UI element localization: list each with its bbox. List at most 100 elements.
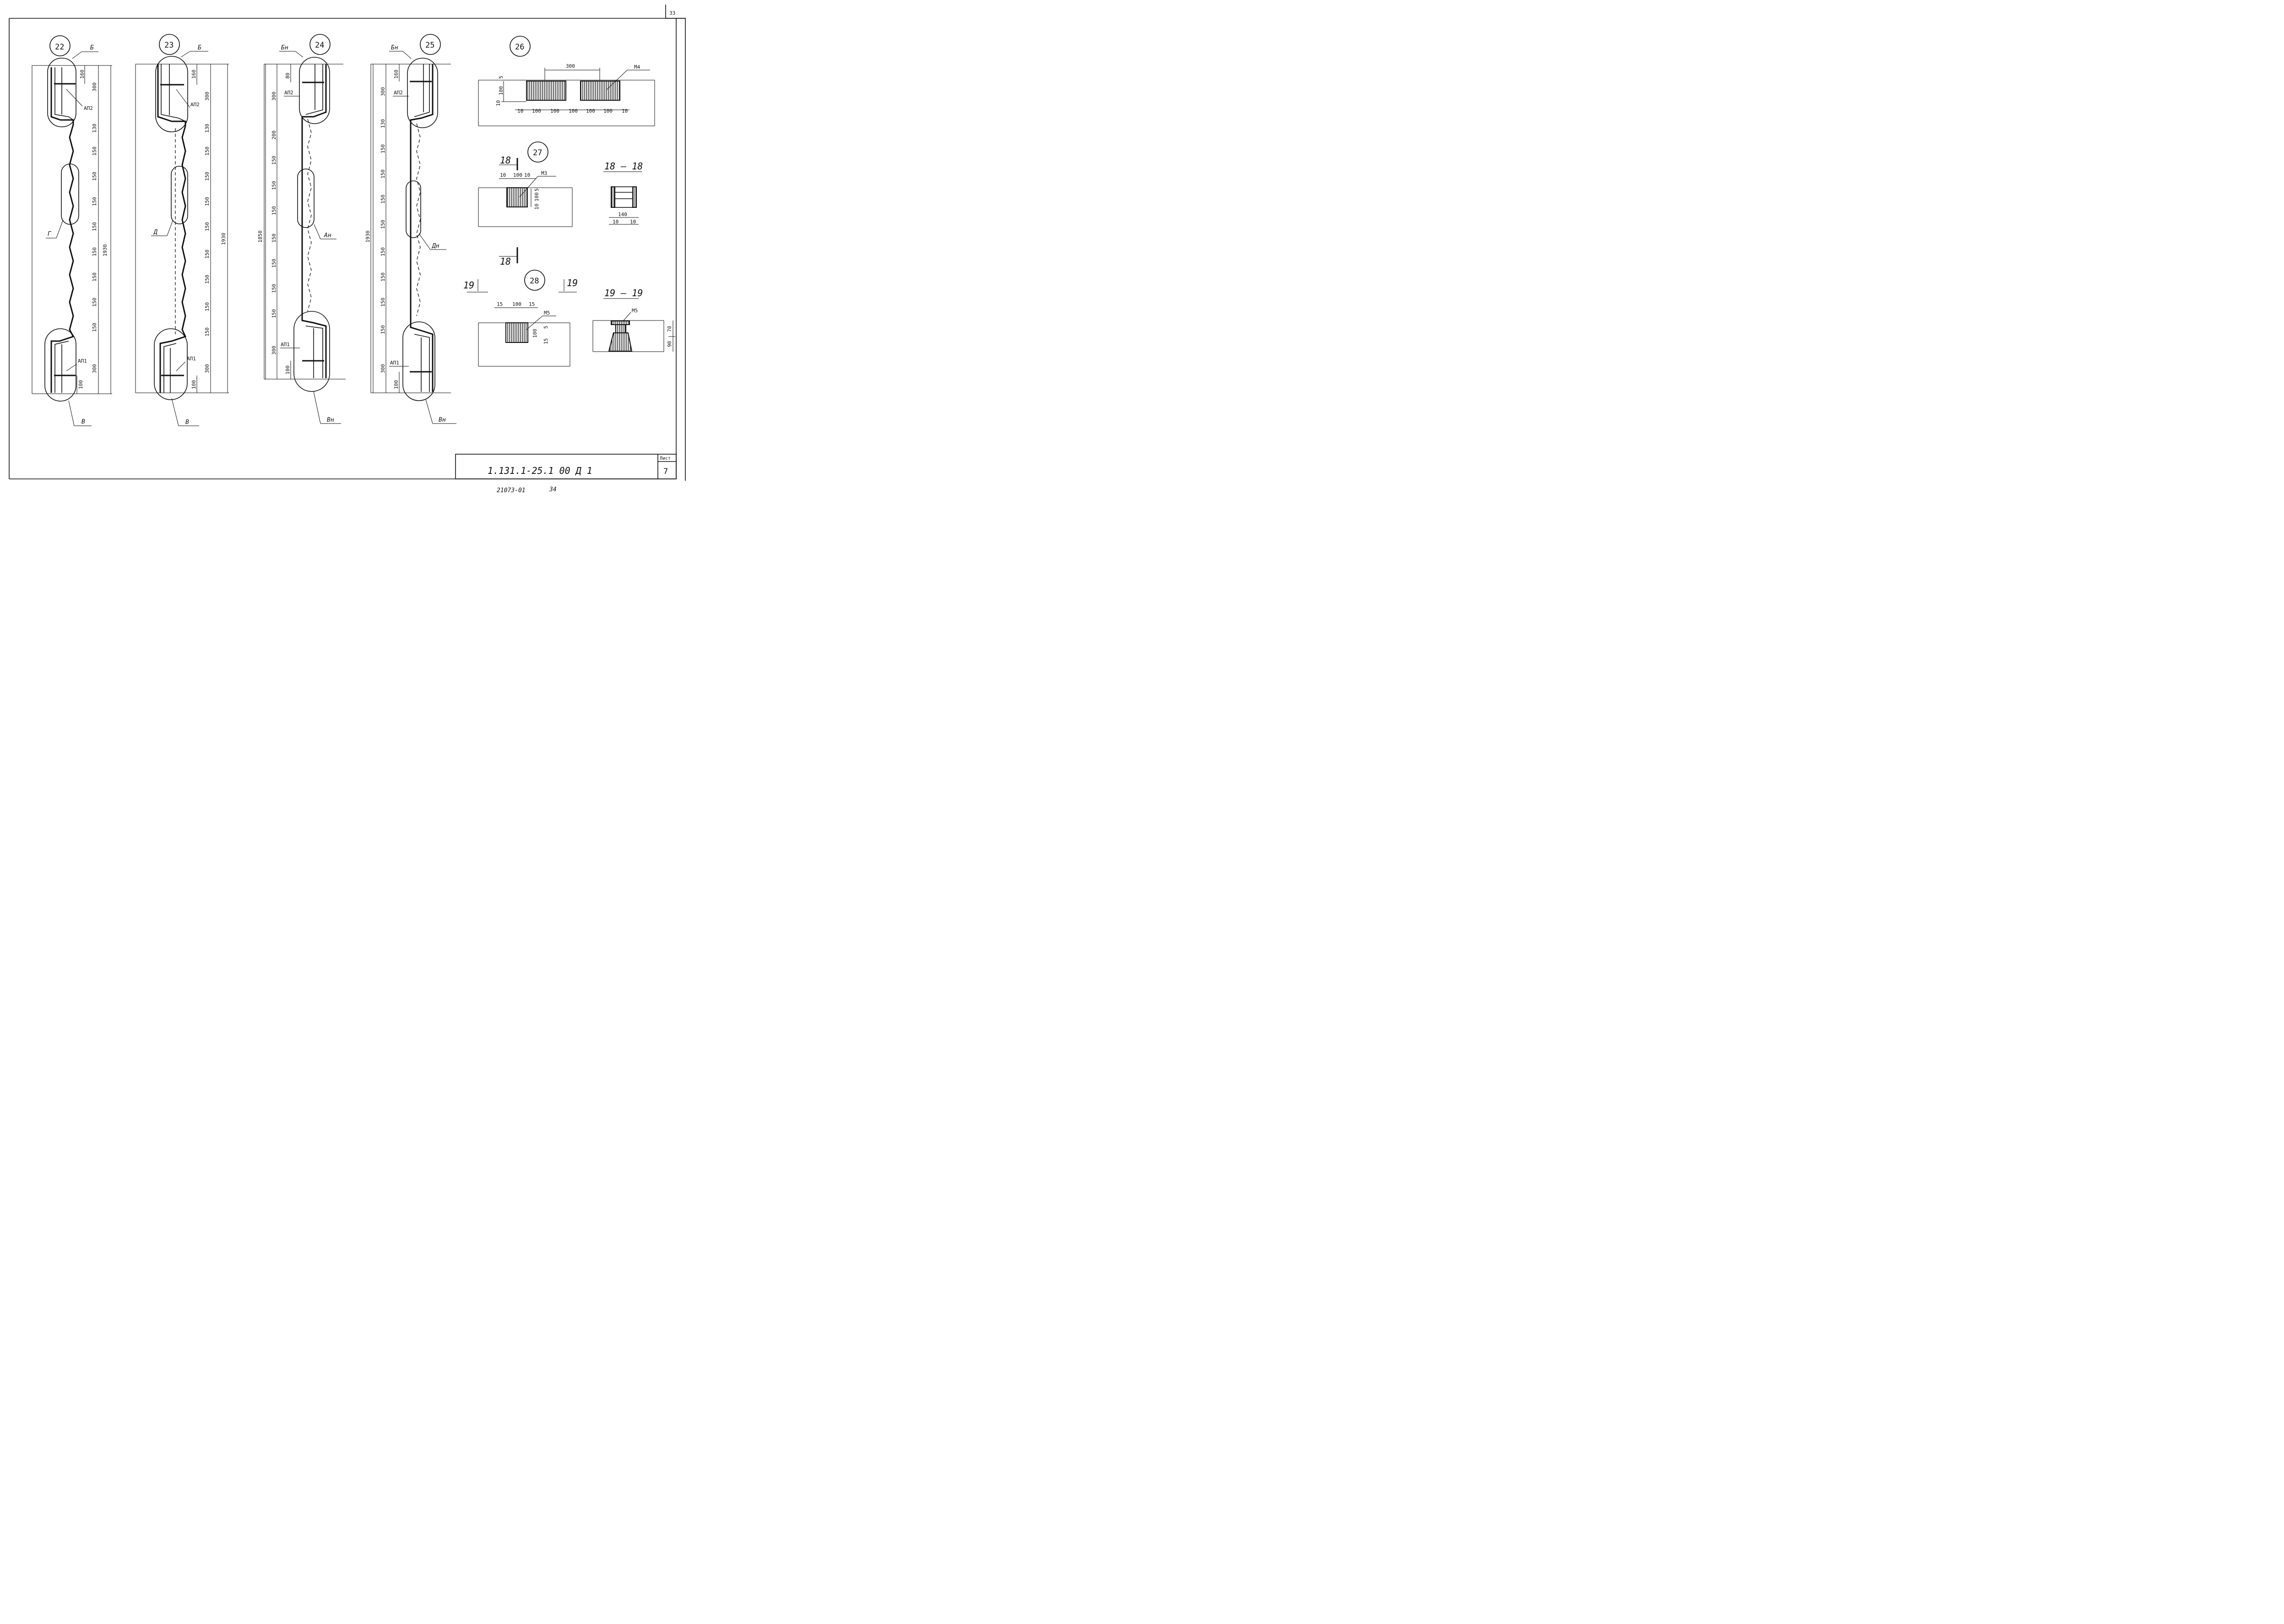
svg-text:100: 100 [513,172,522,178]
svg-text:300: 300 [271,92,277,101]
svg-text:150: 150 [380,325,386,334]
svg-text:100: 100 [191,380,197,389]
svg-text:150: 150 [92,172,98,181]
svg-text:300: 300 [204,92,210,101]
svg-text:130: 130 [204,124,210,133]
section-18-dim-right: 10 [630,219,636,225]
node-22-label-bottom: В [81,418,85,425]
svg-text:150: 150 [380,247,386,256]
node-24 [264,34,346,424]
section-19-dim-top: 70 [667,326,673,332]
svg-text:15: 15 [543,338,549,344]
sheet-corner-number: 33 [669,10,675,16]
svg-text:100: 100 [569,108,578,114]
node-27-v-dims: 5 100 10 [534,188,540,210]
node-26-v-dims: 5 100 10 [495,76,504,106]
node-22 [32,35,112,426]
svg-text:15: 15 [497,301,503,307]
node-28-top-dims: 15 100 15 [497,301,535,307]
svg-text:130: 130 [380,119,386,128]
section-mark-18-bottom: 18 [500,256,511,267]
svg-text:100: 100 [393,380,399,389]
node-22-overall-dim: 1930 [102,244,108,257]
svg-text:300: 300 [92,364,98,373]
svg-text:80: 80 [285,73,291,79]
svg-text:300: 300 [271,346,277,355]
sheet-frame [9,5,686,481]
svg-text:150: 150 [204,327,210,337]
node-22-anchor-bottom: АП1 [78,358,87,364]
section-19-part: М5 [632,308,638,314]
node-24-label-top: Бн [281,44,288,51]
node-25-label-top: Бн [391,44,398,51]
svg-text:150: 150 [92,222,98,231]
svg-text:10: 10 [524,172,530,178]
node-23-number: 23 [164,41,174,50]
node-25-label-bottom: Вн [439,417,446,424]
svg-text:300: 300 [92,82,98,92]
svg-text:150: 150 [271,156,277,165]
svg-text:150: 150 [92,247,98,256]
svg-text:150: 150 [204,197,210,206]
sheet-label: Лист [660,456,671,461]
svg-text:150: 150 [92,323,98,332]
svg-text:1930: 1930 [365,231,371,243]
svg-text:150: 150 [204,222,210,231]
node-24-overall-dim: 1850 [257,231,263,243]
archive-page: 34 [549,486,557,493]
document-code: 1.131.1-25.1 00 Д 1 [488,465,592,476]
node-23-label-middle: Д [153,229,157,236]
svg-text:300: 300 [380,87,386,96]
node-24-label-middle: Ан [324,232,331,239]
svg-text:150: 150 [271,259,277,268]
svg-text:130: 130 [92,124,98,133]
svg-text:150: 150 [92,197,98,206]
svg-text:150: 150 [92,298,98,307]
svg-text:5: 5 [543,326,549,329]
svg-text:150: 150 [380,298,386,307]
svg-text:100: 100 [498,86,504,95]
svg-text:150: 150 [204,250,210,259]
node-22-label-top: Б [90,44,94,51]
section-18-dim-left: 10 [613,219,618,225]
svg-text:150: 150 [380,272,386,282]
svg-text:10: 10 [500,172,506,178]
svg-text:150: 150 [380,195,386,204]
title-block [455,454,677,479]
section-19-dim-bottom: 90 [667,341,673,347]
svg-text:150: 150 [380,169,386,179]
node-23-anchor-bottom: АП1 [187,356,196,362]
node-25-anchor-bottom: АП1 [390,360,399,366]
svg-text:10: 10 [517,108,523,114]
svg-text:150: 150 [271,234,277,243]
drawing-sheet: 33 1.131.1-25.1 00 Д 1 Лист 7 21073-01 3… [9,5,686,494]
node-22-dim-labels: 160 300 130 150 150 150 150 150 150 150 … [78,70,98,389]
node-25-anchor-top: АП2 [394,90,403,96]
svg-text:200: 200 [271,130,277,140]
node-22-number: 22 [55,43,64,52]
svg-text:150: 150 [204,147,210,156]
svg-text:100: 100 [78,380,84,389]
svg-text:300: 300 [380,364,386,373]
svg-text:100: 100 [532,329,538,338]
node-23-label-top: Б [198,44,201,51]
node-26-number: 26 [515,43,524,52]
node-23-overall-dim: 1930 [221,233,227,245]
svg-text:150: 150 [380,220,386,229]
svg-text:150: 150 [92,272,98,282]
svg-text:10: 10 [495,100,501,106]
section-18 [603,171,642,225]
node-26-part: М4 [634,64,640,70]
svg-text:150: 150 [204,302,210,311]
node-25-number: 25 [425,41,434,50]
svg-text:100: 100 [586,108,595,114]
svg-text:10: 10 [534,204,540,210]
section-18-dim-width: 140 [618,212,627,217]
svg-text:1930: 1930 [221,233,227,245]
svg-text:150: 150 [92,147,98,156]
node-25-label-middle: Дн [432,243,439,250]
svg-text:160: 160 [393,70,399,79]
node-26 [478,36,655,126]
svg-text:150: 150 [271,309,277,318]
svg-text:10: 10 [622,108,628,114]
